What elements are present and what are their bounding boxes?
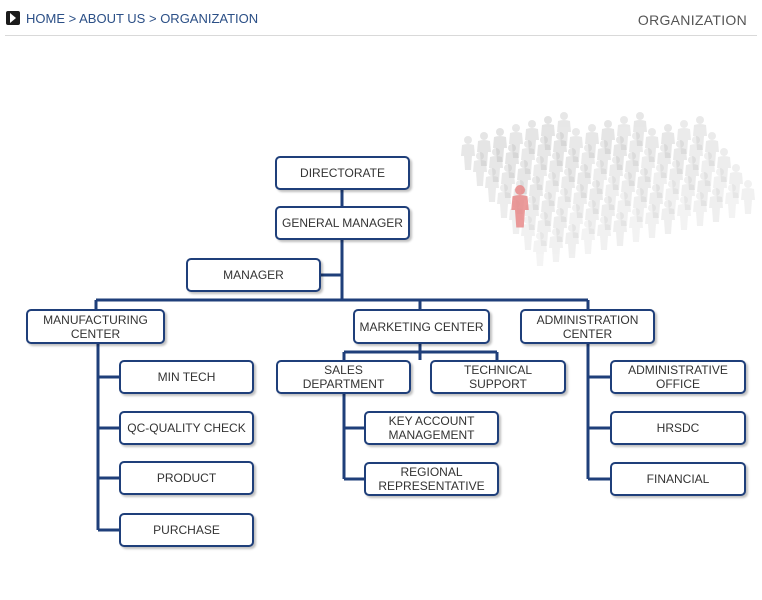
node-directorate: DIRECTORATE [275,156,410,190]
node-manufacturing-center: MANUFACTURING CENTER [26,309,165,344]
node-technical-support: TECHNICAL SUPPORT [430,360,566,394]
breadcrumb: HOME > ABOUT US > ORGANIZATION [26,11,258,26]
node-administrative-office: ADMINISTRATIVE OFFICE [610,360,746,394]
node-qc-quality-check: QC-QUALITY CHECK [119,411,254,445]
header-divider [5,35,757,36]
breadcrumb-separator: > [68,11,77,26]
breadcrumb-separator: > [148,11,157,26]
breadcrumb-current-link[interactable]: ORGANIZATION [160,11,259,26]
node-administration-center: ADMINISTRATION CENTER [520,309,655,344]
crowd-figures-image [461,112,755,266]
node-min-tech: MIN TECH [119,360,254,394]
node-general-manager: GENERAL MANAGER [275,206,410,240]
node-product: PRODUCT [119,461,254,495]
breadcrumb-about-link[interactable]: ABOUT US [79,11,146,26]
node-marketing-center: MARKETING CENTER [353,309,490,344]
page-title: ORGANIZATION [637,12,747,28]
arrow-right-icon[interactable] [6,11,20,25]
node-purchase: PURCHASE [119,513,254,547]
node-sales-department: SALES DEPARTMENT [276,360,411,394]
node-hrsdc: HRSDC [610,411,746,445]
breadcrumb-bar: HOME > ABOUT US > ORGANIZATION ORGANIZAT… [0,0,762,36]
node-manager: MANAGER [186,258,321,292]
node-regional-representative: REGIONAL REPRESENTATIVE [364,462,499,496]
breadcrumb-home-link[interactable]: HOME [26,11,65,26]
node-financial: FINANCIAL [610,462,746,496]
node-key-account-management: KEY ACCOUNT MANAGEMENT [364,411,499,445]
